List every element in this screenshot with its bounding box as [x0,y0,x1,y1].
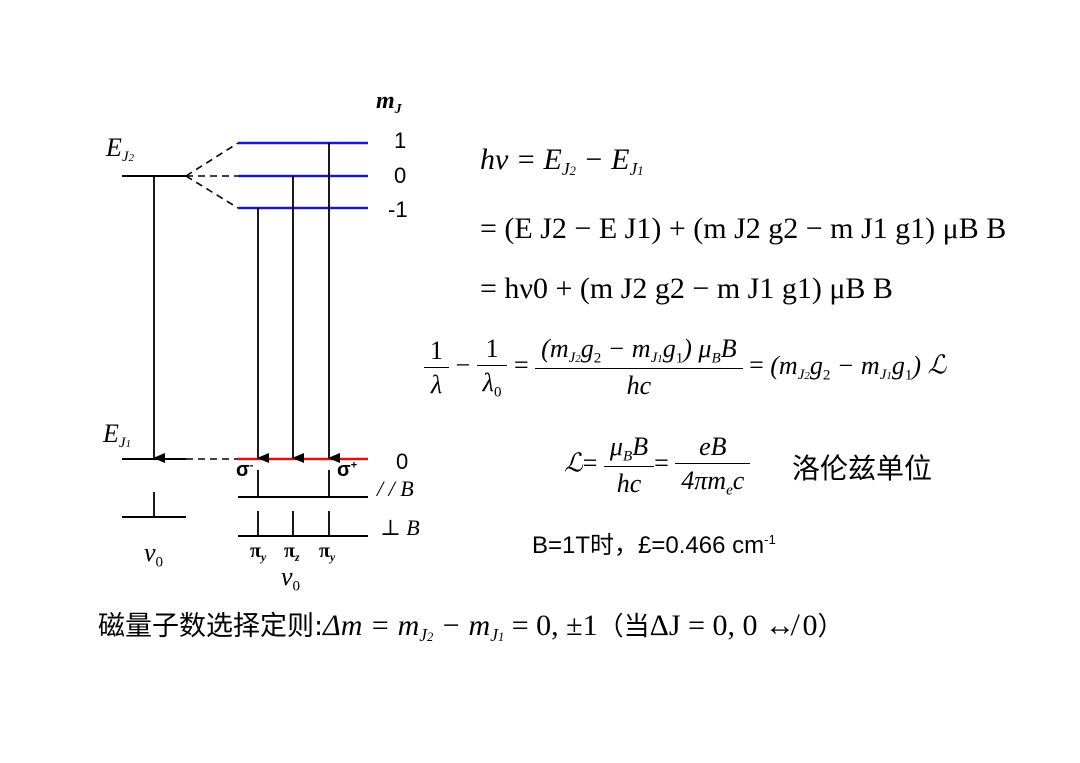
upper-level-label: EJ2 [106,133,135,166]
mj-value-minus1: -1 [388,197,408,222]
sigma-plus-label: σ+ [337,459,358,481]
pi-y-left-label: πy [250,540,267,565]
mj-header: mJ [376,88,402,117]
equation-2: = (E J2 − E J1) + (m J2 g2 − m J1 g1) μB… [480,212,1007,245]
mj-lower-value-0: 0 [396,449,409,474]
split-dash-top [185,142,239,177]
nu0-right-label: ν0 [281,562,301,595]
nu0-left-label: ν0 [144,538,164,571]
split-dash-bot [185,175,239,209]
perp-b-label: ⊥ B [380,515,420,540]
lorentz-symbol: ℒ [927,350,947,380]
mj-value-0: 0 [394,163,407,188]
equation-1: hν = EJ2 − EJ1 [480,143,644,180]
b-value-note: B=1T时，£=0.466 cm-1 [532,531,776,559]
pi-z-label: πz [284,540,300,565]
parallel-b-label: / / B [377,476,414,501]
equation-3: = hν0 + (m J2 g2 − m J1 g1) μB B [480,272,893,305]
pi-y-right-label: πy [319,540,336,565]
selection-rule: 磁量子数选择定则:Δm = mJ2 − mJ1 = 0, ±1（当ΔJ = 0,… [98,609,844,646]
lorentz-unit-label: 洛伦兹单位 [792,452,933,485]
sigma-minus-label: σ- [236,459,254,481]
lower-level-label: EJ1 [103,419,132,452]
mj-value-1: 1 [394,128,407,153]
